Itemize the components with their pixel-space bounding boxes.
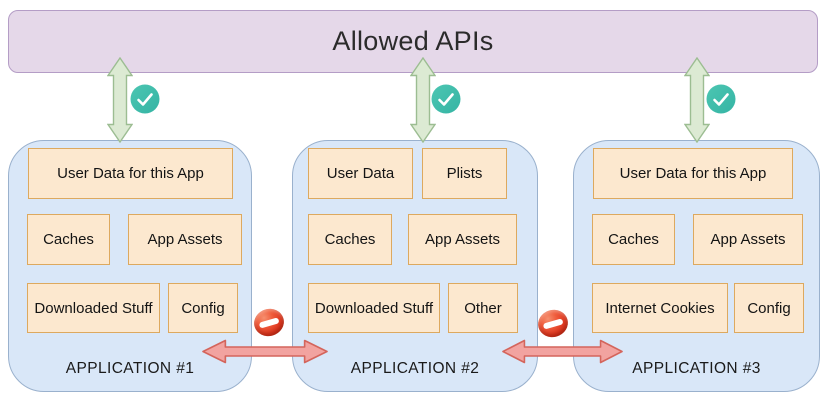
item-box-downloaded-stuff: Downloaded Stuff (308, 283, 440, 333)
allowed-apis-title: Allowed APIs (332, 26, 494, 56)
item-box-config: Config (168, 283, 238, 333)
allowed-apis-box: Allowed APIs (8, 10, 818, 73)
item-box-internet-cookies: Internet Cookies (592, 283, 728, 333)
allowed-arrow-icon (410, 57, 436, 143)
item-box-app-assets: App Assets (693, 214, 803, 265)
item-box-app-assets: App Assets (408, 214, 517, 265)
item-box-config: Config (734, 283, 804, 333)
check-icon (130, 84, 160, 114)
check-icon (706, 84, 736, 114)
item-box-other: Other (448, 283, 518, 333)
item-box-user-data: User Data (308, 148, 413, 199)
application-2-label: APPLICATION #2 (350, 360, 480, 377)
application-1-label: APPLICATION #1 (65, 360, 195, 377)
item-box-user-data: User Data for this App (28, 148, 233, 199)
allowed-arrow-icon (107, 57, 133, 143)
item-box-user-data: User Data for this App (593, 148, 793, 199)
application-3-label: APPLICATION #3 (632, 360, 761, 377)
allowed-arrow-icon (684, 57, 710, 143)
blocked-arrow-icon (502, 339, 623, 364)
item-box-plists: Plists (422, 148, 507, 199)
no-entry-icon (534, 306, 572, 341)
item-box-downloaded-stuff: Downloaded Stuff (27, 283, 160, 333)
item-box-caches: Caches (308, 214, 392, 265)
item-box-app-assets: App Assets (128, 214, 242, 265)
check-icon (431, 84, 461, 114)
no-entry-icon (250, 305, 288, 340)
item-box-caches: Caches (592, 214, 675, 265)
blocked-arrow-icon (202, 339, 328, 364)
item-box-caches: Caches (27, 214, 110, 265)
